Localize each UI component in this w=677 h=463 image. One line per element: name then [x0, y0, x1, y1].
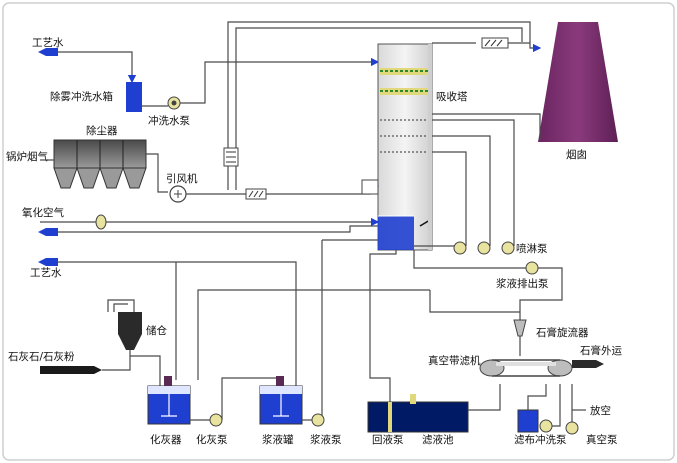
absorber-inlet-damper [361, 179, 379, 195]
process-water-top-label: 工艺水 [32, 37, 64, 49]
slaking-pump-label: 化灰泵 [196, 433, 228, 446]
absorber-label: 吸收塔 [436, 90, 468, 103]
water-inlet-mid-icon [38, 228, 58, 236]
slaking-tank [147, 376, 191, 425]
gypsum-out-arrow [572, 360, 604, 368]
process-water-top: 工艺水 [32, 37, 64, 56]
slurry-discharge-pump-label: 浆液排出泵 [496, 277, 549, 290]
spray-pump-1-icon [453, 241, 467, 255]
filtrate-tank-label: 滤液池 [422, 433, 454, 446]
slurry-pump-label: 浆液泵 [310, 433, 342, 446]
chimney-label: 烟囱 [566, 148, 587, 161]
vent-label: 放空 [590, 404, 611, 417]
boiler-flue-gas-label: 锅炉烟气 [6, 150, 48, 163]
oxidizing-blower-icon [95, 214, 107, 230]
process-water-mid-label: 工艺水 [30, 267, 62, 279]
spray-pump-3-icon [501, 241, 515, 255]
induced-fan-label: 引风机 [166, 172, 198, 185]
spray-pumps [453, 241, 515, 255]
storage-silo-label: 储仓 [146, 324, 167, 337]
oxidizing-air-label: 氧化空气 [22, 206, 64, 219]
vacuum-belt-filter [479, 359, 573, 377]
mist-wash-tank-label: 除雾冲洗水箱 [50, 90, 113, 103]
limestone-label: 石灰石/石灰粉 [8, 350, 75, 363]
vacuum-pump-label: 真空泵 [586, 433, 618, 446]
absorber-tower [377, 43, 433, 251]
slurry-tank [259, 376, 303, 425]
gypsum-out-label: 石膏外运 [580, 344, 622, 357]
vacuum-belt-filter-label: 真空带滤机 [428, 354, 481, 367]
cloth-wash-tank [517, 409, 539, 433]
limestone-inlet-icon [40, 366, 102, 374]
cloth-wash-pump-label: 滤布冲洗泵 [514, 433, 567, 446]
slaking-pump-icon [209, 413, 223, 427]
cloth-wash-pump-icon [539, 419, 553, 433]
gas-heater-top [481, 37, 509, 49]
storage-silo [118, 312, 142, 350]
mist-wash-tank [126, 82, 142, 112]
gypsum-cyclone-icon [513, 319, 527, 337]
slurry-pump-icon [311, 413, 325, 427]
vacuum-pump-icon [565, 421, 579, 435]
water-inlet-icon [38, 48, 58, 56]
spray-pump-2-icon [477, 241, 491, 255]
return-pump-label: 回液泵 [372, 433, 404, 446]
dust-collector-label: 除尘器 [86, 124, 118, 137]
slaking-tank-label: 化灰器 [150, 433, 182, 446]
gypsum-cyclone-label: 石膏旋流器 [536, 326, 589, 339]
water-inlet-lower-icon [38, 258, 58, 266]
dust-collector [53, 139, 147, 189]
slurry-discharge-pump-icon [525, 261, 539, 275]
spray-pump-label: 喷淋泵 [516, 242, 548, 255]
filtrate-tank [367, 394, 469, 433]
chimney [538, 22, 618, 142]
wash-pump-label: 冲洗水泵 [148, 114, 190, 127]
slurry-tank-label: 浆液罐 [262, 433, 294, 446]
